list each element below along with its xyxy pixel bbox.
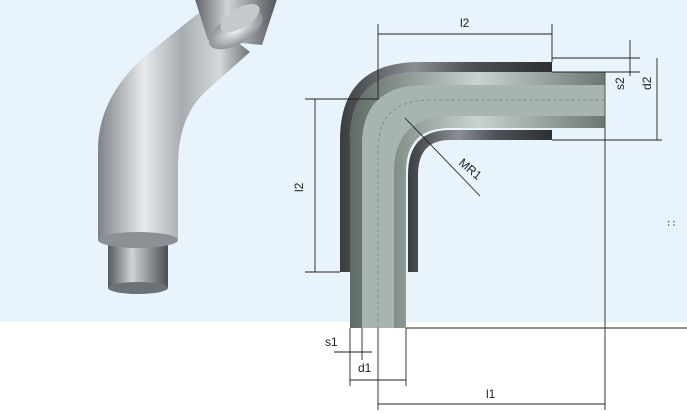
label-mr1: MR1 [456,156,485,183]
label-d2: d2 [640,76,654,90]
elbow-bottom-rim [98,232,178,248]
label-l1: l1 [486,387,496,401]
elbow-section [340,62,606,328]
inner-pipe-core [362,85,605,328]
inner-pipe [350,72,605,328]
side-mark: :: [665,220,679,227]
dim-mr1 [404,117,481,197]
label-s2: s2 [613,77,627,90]
dimensions [305,24,687,410]
label-s1: s1 [325,335,338,349]
label-d1: d1 [358,361,372,375]
elbow-3d-render [98,0,277,294]
centerline [377,99,605,328]
label-l2-top: l2 [460,16,470,30]
outer-wall-left-top [340,62,552,272]
label-l2-left: l2 [292,182,306,192]
small-pipe-end [108,282,168,294]
inner-pipe-end [220,4,260,32]
outer-wall-inner [408,130,552,272]
elbow-body [98,12,250,240]
